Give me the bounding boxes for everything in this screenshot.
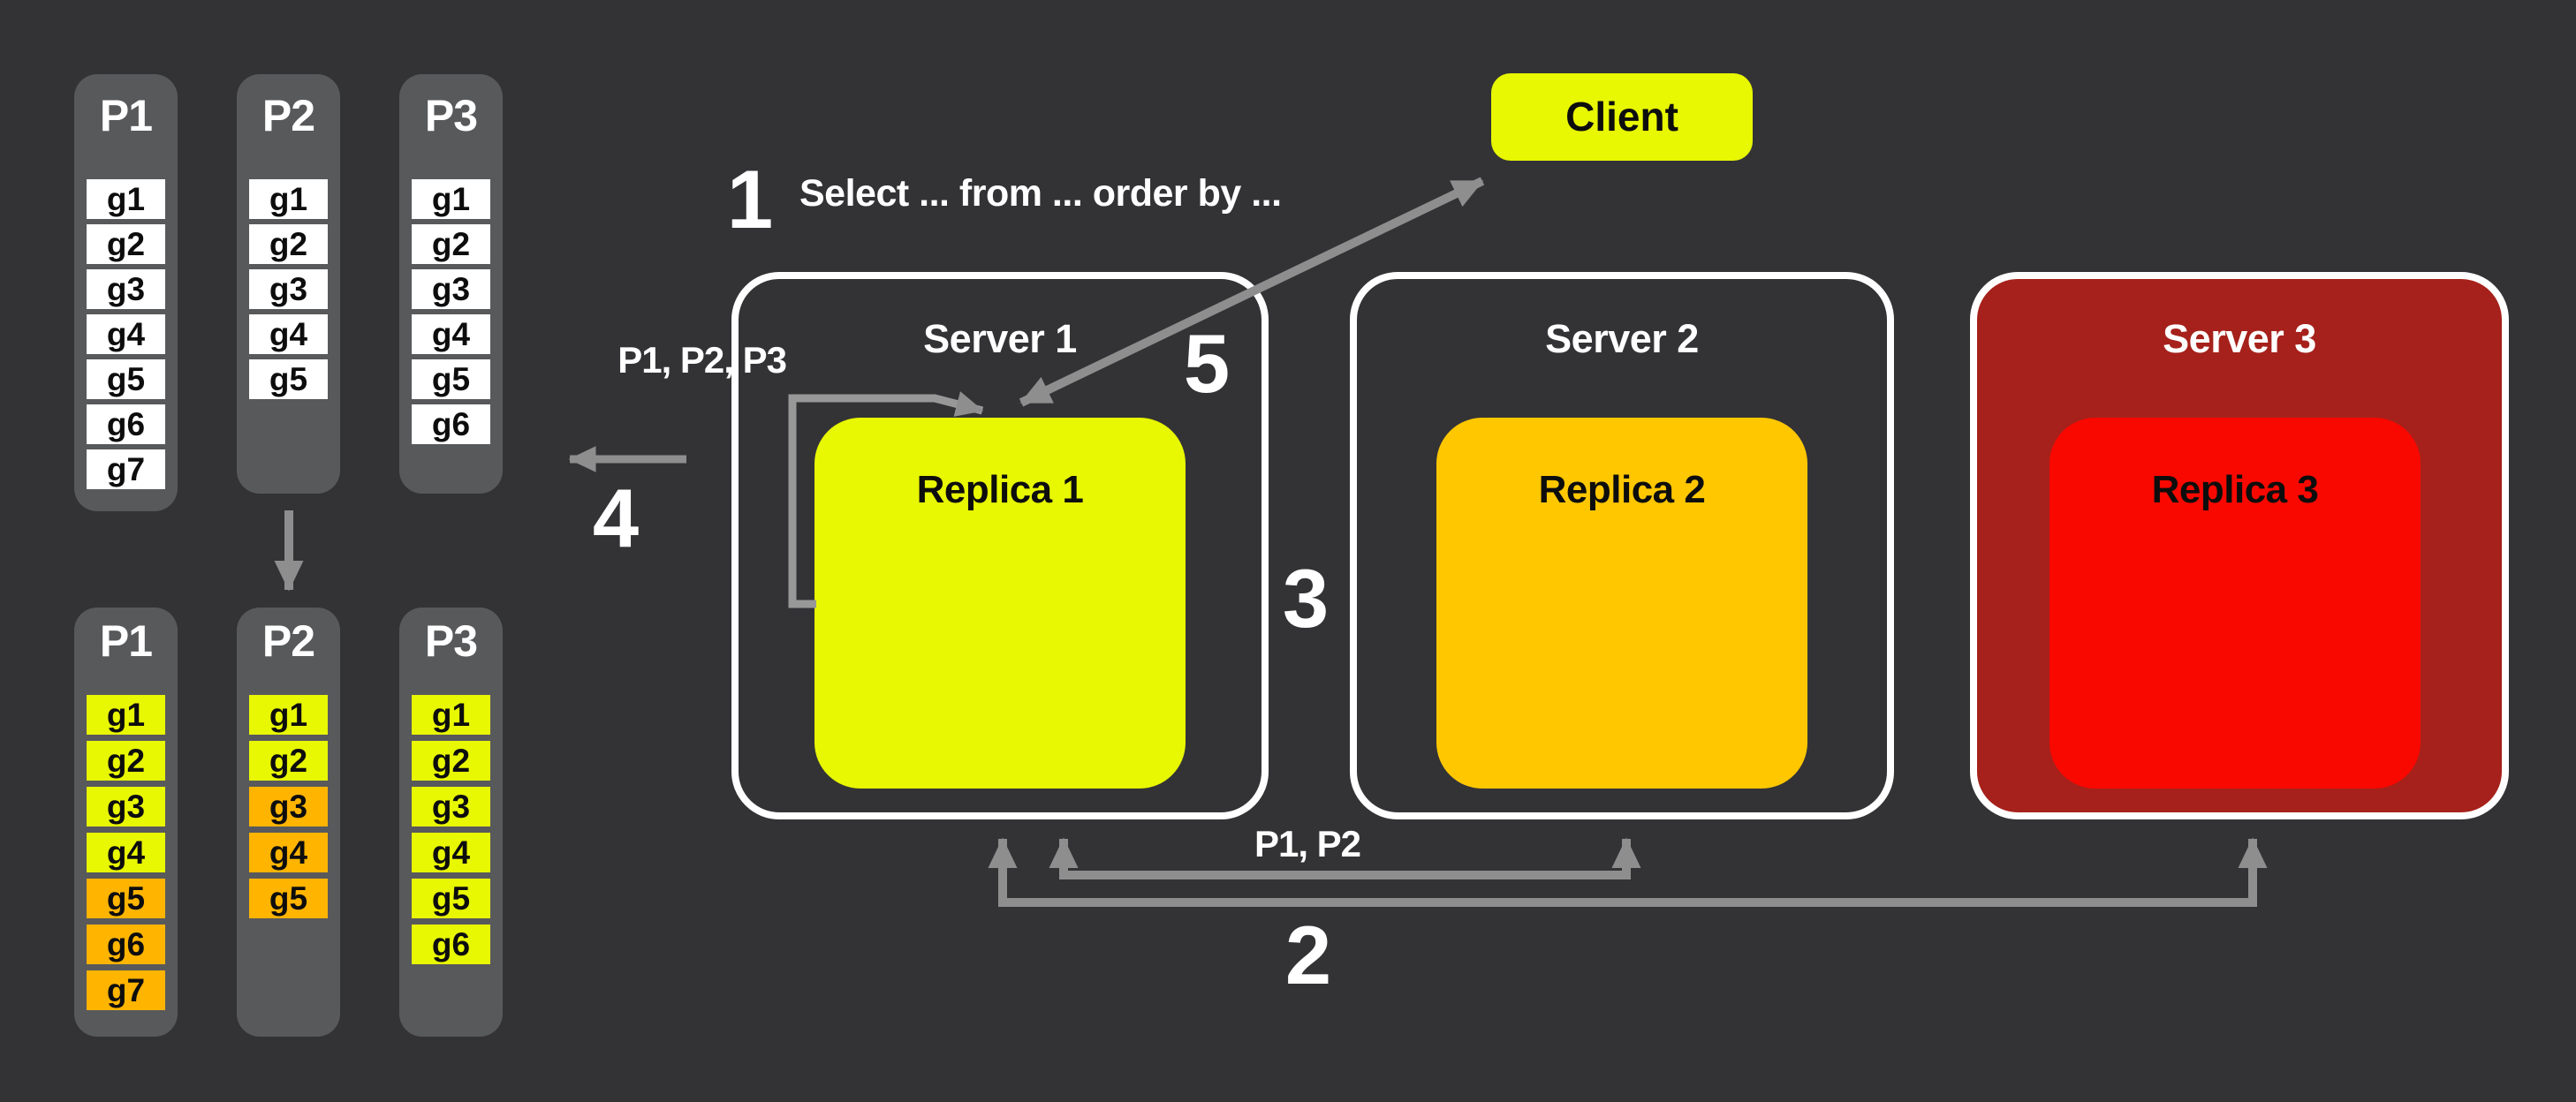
group-box: g4: [87, 314, 165, 354]
group-box: g2: [249, 741, 328, 781]
server-3-label: Server 3: [2163, 316, 2316, 361]
replica-3-box: Replica 3: [2049, 418, 2421, 789]
group-box: g2: [412, 741, 490, 781]
replica-2-box: Replica 2: [1436, 418, 1807, 789]
partition-column-p2-after: P2 g1 g2 g3 g4 g5: [237, 608, 340, 1037]
group-box: g3: [249, 787, 328, 826]
group-box: g6: [87, 925, 165, 964]
group-box: g6: [87, 404, 165, 444]
group-box: g3: [249, 269, 328, 309]
group-box: g5: [87, 359, 165, 399]
group-box: g3: [412, 787, 490, 826]
group-box: g6: [412, 404, 490, 444]
group-box: g6: [412, 925, 490, 964]
group-box: g1: [412, 179, 490, 219]
partitions-route-label-server2: P1, P2: [1254, 823, 1361, 864]
group-box: g2: [249, 224, 328, 264]
partition-column-p1-before: P1 g1 g2 g3 g4 g5 g6 g7: [74, 74, 178, 511]
group-box: g7: [87, 449, 165, 489]
group-box: g5: [412, 359, 490, 399]
group-box: g3: [412, 269, 490, 309]
partition-column-p1-after: P1 g1 g2 g3 g4 g5 g6 g7: [74, 608, 178, 1037]
replica-3-label: Replica 3: [2151, 468, 2319, 511]
partition-label: P2: [261, 91, 315, 140]
group-box: g5: [249, 879, 328, 918]
group-box: g5: [249, 359, 328, 399]
group-box: g2: [87, 224, 165, 264]
replica-1-box: Replica 1: [814, 418, 1186, 789]
group-box: g3: [87, 787, 165, 826]
partition-column-p3-before: P3 g1 g2 g3 g4 g5 g6: [399, 74, 503, 494]
group-box: g4: [249, 314, 328, 354]
step-1-number: 1: [726, 153, 774, 245]
group-box: g4: [412, 833, 490, 872]
step-2-number: 2: [1284, 909, 1332, 1001]
group-box: g5: [412, 879, 490, 918]
server-2-box: Server 2: [1350, 272, 1894, 819]
partition-label: P1: [99, 616, 153, 666]
step-4-number: 4: [592, 472, 640, 564]
partitions-route-label-server1: P1, P2, P3: [617, 339, 787, 381]
group-box: g1: [87, 179, 165, 219]
group-box: g2: [412, 224, 490, 264]
partition-column-p3-after: P3 g1 g2 g3 g4 g5 g6: [399, 608, 503, 1037]
group-box: g3: [87, 269, 165, 309]
group-box: g5: [87, 879, 165, 918]
partition-label: P1: [99, 91, 153, 140]
group-box: g4: [249, 833, 328, 872]
group-box: g4: [87, 833, 165, 872]
query-text: Select ... from ... order by ...: [799, 172, 1282, 215]
replica-2-label: Replica 2: [1538, 468, 1706, 511]
partition-label: P3: [424, 91, 478, 140]
replica-1-label: Replica 1: [916, 468, 1084, 511]
group-box: g1: [249, 179, 328, 219]
step-3-number: 3: [1282, 552, 1330, 645]
group-box: g4: [412, 314, 490, 354]
server-2-label: Server 2: [1545, 316, 1699, 361]
step-5-number: 5: [1183, 317, 1231, 410]
group-box: g1: [87, 695, 165, 735]
group-box: g2: [87, 741, 165, 781]
group-box: g1: [249, 695, 328, 735]
client-box: Client: [1491, 73, 1753, 161]
group-box: g1: [412, 695, 490, 735]
group-box: g7: [87, 970, 165, 1010]
scatter-arrow-to-server3: [988, 837, 2268, 907]
partition-column-p2-before: P2 g1 g2 g3 g4 g5: [237, 74, 340, 494]
partition-label: P3: [424, 616, 478, 666]
partition-label: P2: [261, 616, 315, 666]
